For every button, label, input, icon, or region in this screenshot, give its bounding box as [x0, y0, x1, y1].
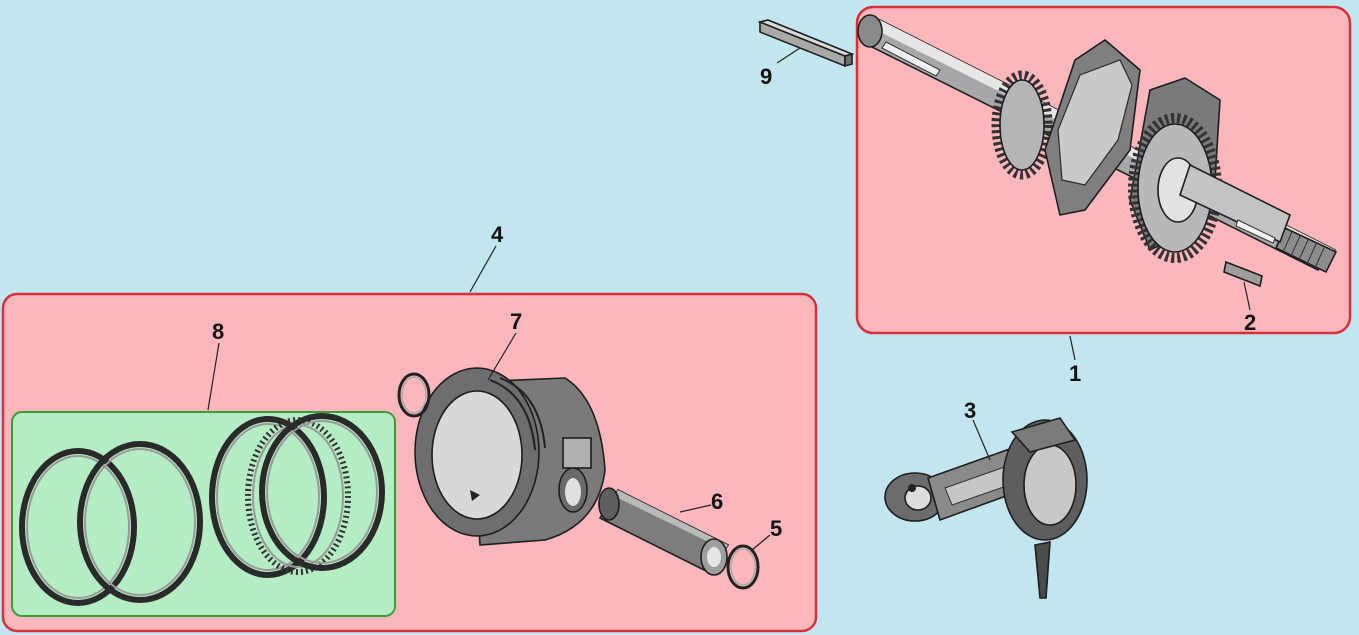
circlip-right: [726, 544, 760, 590]
piston-rings-box: [11, 411, 396, 617]
leader-6: [679, 504, 712, 513]
crankshaft: [857, 14, 1338, 274]
leader-5: [751, 534, 771, 551]
callout-5: 5: [770, 516, 782, 541]
leader-4: [469, 245, 497, 293]
callout-2: 2: [1244, 310, 1256, 335]
connecting-rod: [884, 417, 1088, 599]
piston-pin: [598, 487, 730, 576]
callout-8: 8: [212, 319, 224, 344]
callout-6: 6: [711, 489, 723, 514]
leader-2: [1243, 281, 1251, 311]
crank-gear-small: [991, 70, 1053, 180]
leader-9: [776, 47, 801, 64]
callout-3: 3: [964, 398, 976, 423]
callout-1: 1: [1069, 361, 1081, 386]
leader-7: [487, 332, 517, 381]
callout-4: 4: [491, 222, 504, 247]
square-key: [757, 19, 855, 68]
leader-1: [1069, 335, 1076, 361]
crankshaft-key: [1223, 260, 1263, 288]
callout-9: 9: [760, 64, 772, 89]
piston: [414, 367, 606, 546]
callout-7: 7: [510, 309, 522, 334]
piston-ring-grooves: [489, 377, 546, 451]
leader-8: [207, 342, 220, 411]
circlip-left: [397, 372, 431, 418]
piston-rings: [19, 413, 385, 606]
leader-3: [972, 419, 991, 461]
